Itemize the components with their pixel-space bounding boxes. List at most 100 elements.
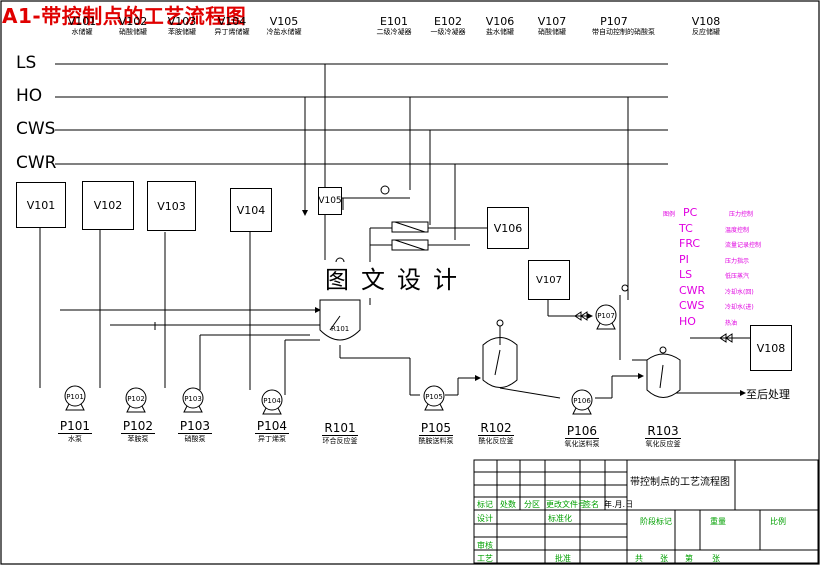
equipment-tag-desc: 冷盐水储罐 bbox=[266, 28, 302, 36]
equipment-tag-id: E101 bbox=[380, 15, 408, 28]
reactor-r102-shape bbox=[482, 337, 518, 388]
reactor-r101-label: R101 bbox=[331, 325, 350, 333]
equipment-tag-id: V103 bbox=[167, 15, 197, 28]
utility-ls-label: LS bbox=[16, 53, 37, 73]
equipment-tag-desc: 硝酸储罐 bbox=[119, 28, 147, 36]
pump-symbol-label: P102 bbox=[127, 395, 145, 403]
tb-row1-col4: 更改文件号 bbox=[546, 500, 586, 509]
equipment-tag-id: V101 bbox=[67, 15, 97, 28]
pump-tag-id: R103 bbox=[645, 424, 681, 439]
pump-p103: P103 bbox=[182, 387, 204, 413]
pump-tag-id: P106 bbox=[564, 424, 600, 439]
legend-desc: 流量记录控制 bbox=[725, 242, 762, 249]
pump-tag-id: P104 bbox=[254, 419, 290, 434]
pump-tag-desc: 酰胺送料泵 bbox=[418, 437, 454, 445]
equipment-tag-id: V104 bbox=[217, 15, 247, 28]
pump-tag-desc: 硝酸泵 bbox=[184, 435, 206, 443]
legend-desc: 压力控制 bbox=[729, 211, 754, 218]
vessel-v101: V101 bbox=[16, 182, 66, 228]
equipment-tag-id: P107 bbox=[600, 15, 628, 28]
title-block-drawing-title: 带控制点的工艺流程图 bbox=[630, 477, 730, 488]
vessel-v104: V104 bbox=[230, 188, 272, 232]
legend-sym: CWS bbox=[679, 299, 705, 312]
tb-total: 共 bbox=[635, 554, 643, 563]
utility-cwr-label: CWR bbox=[16, 153, 57, 173]
pump-p101: P101 bbox=[64, 385, 86, 411]
legend-heading: 图例 bbox=[663, 211, 676, 218]
tb-std: 标准化 bbox=[548, 514, 572, 523]
equipment-tag-desc: 反应储罐 bbox=[692, 28, 720, 36]
legend-sym: PC bbox=[683, 206, 698, 219]
legend-desc: 低压蒸汽 bbox=[725, 273, 750, 280]
vessel-v102: V102 bbox=[82, 181, 134, 230]
pump-symbol-label: P104 bbox=[263, 397, 281, 405]
tb-stage: 阶段标记 bbox=[640, 517, 672, 526]
tb-row1-col5: 签名 bbox=[583, 500, 599, 509]
reactor-r103-shape bbox=[646, 353, 681, 398]
pump-tag-id: P105 bbox=[418, 421, 454, 436]
pump-symbol-label: P106 bbox=[573, 397, 591, 405]
equipment-tag-id: V102 bbox=[118, 15, 148, 28]
tb-check: 审核 bbox=[477, 541, 493, 550]
tb-sheet2: 张 bbox=[712, 554, 720, 563]
pump-symbol-label: P105 bbox=[425, 393, 443, 401]
legend-desc: 热油 bbox=[725, 319, 738, 327]
equipment-tag-id: V105 bbox=[269, 15, 299, 28]
pump-tag-desc: 氧化送料泵 bbox=[564, 440, 600, 448]
legend-desc: 冷却水(回) bbox=[725, 288, 754, 296]
tb-page: 第 bbox=[685, 554, 693, 563]
tb-row1-col6: 年.月.日 bbox=[604, 500, 634, 509]
pump-tag-desc: 环合反应釜 bbox=[322, 437, 358, 445]
equipment-tag-desc: 一级冷凝器 bbox=[430, 28, 466, 36]
equipment-tag-desc: 带自动控制的硝酸泵 bbox=[592, 28, 655, 36]
vessel-v108: V108 bbox=[750, 325, 792, 371]
pump-p106: P106 bbox=[571, 389, 593, 415]
pump-tag-desc: 氧化反应釜 bbox=[645, 440, 681, 448]
reactor-r101-shape bbox=[319, 299, 361, 341]
outlet-label: 至后处理 bbox=[746, 388, 790, 401]
drawing-title: A1-带控制点的工艺流程图 bbox=[2, 4, 247, 28]
pump-p104: P104 bbox=[261, 389, 283, 415]
legend-sym: TC bbox=[679, 221, 693, 235]
legend-desc: 冷却水(进) bbox=[725, 304, 754, 311]
tb-row1-col3: 分区 bbox=[524, 500, 540, 509]
pump-p107: P107 bbox=[595, 304, 617, 330]
equipment-tag-desc: 盐水储罐 bbox=[486, 28, 514, 36]
pump-tag-desc: 异丁烯泵 bbox=[258, 435, 286, 443]
pump-tag-desc: 酰化反应釜 bbox=[478, 437, 514, 445]
pump-tag-id: P101 bbox=[57, 419, 93, 434]
pump-tag-desc: 苯胺泵 bbox=[127, 435, 149, 443]
pump-symbol-label: P101 bbox=[66, 393, 84, 401]
legend-sym: CWR bbox=[679, 283, 706, 297]
equipment-tag-id: V106 bbox=[485, 15, 515, 28]
legend-sym: HO bbox=[679, 314, 696, 328]
tb-weight: 重量 bbox=[710, 517, 726, 526]
equipment-tag-desc: 硝酸储罐 bbox=[538, 28, 566, 36]
pump-tag-id: R101 bbox=[322, 421, 358, 436]
legend-sym: FRC bbox=[679, 237, 701, 250]
legend-sym: LS bbox=[679, 268, 693, 281]
legend-desc: 压力指示 bbox=[725, 257, 750, 265]
